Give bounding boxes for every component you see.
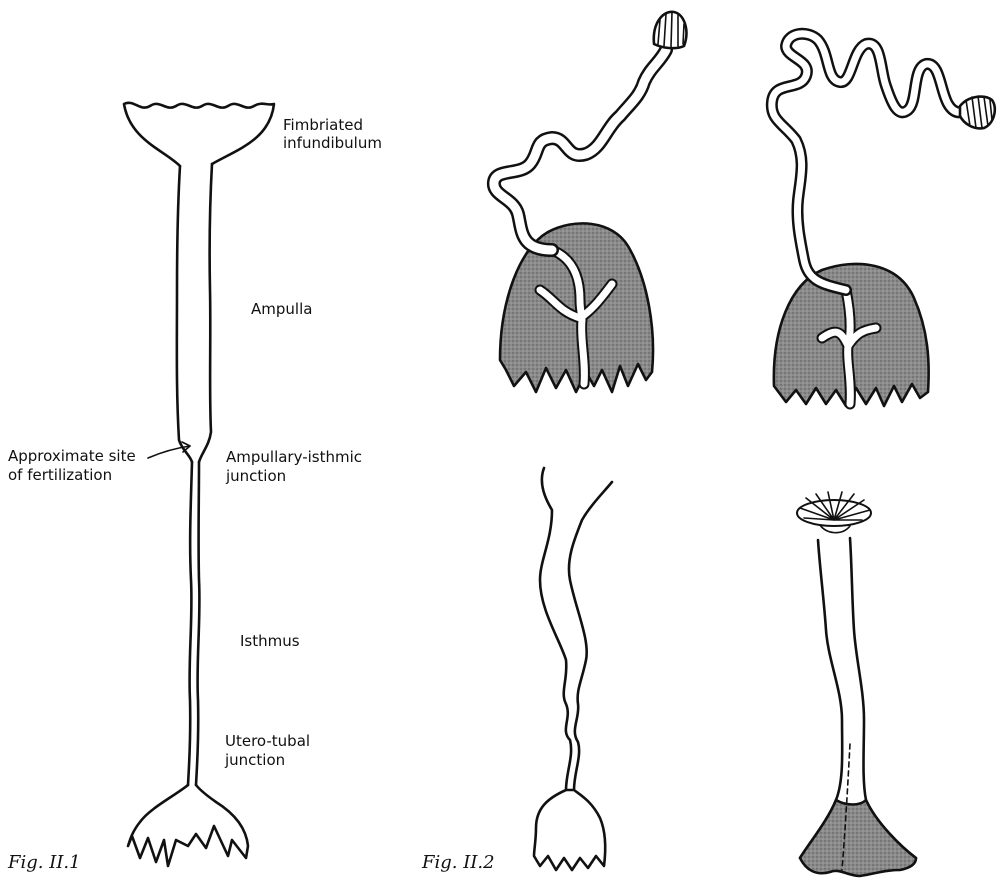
fimbriated-infundibulum-shape (124, 103, 274, 166)
uterine-stump-shape (128, 785, 248, 866)
oviduct-left-wall-bl (540, 468, 571, 790)
ampulla-left-wall (177, 166, 192, 462)
label-utero-line1: Utero-tubal (225, 732, 310, 751)
fig2-top-left-drawing (494, 12, 687, 392)
uterine-horns-br (800, 800, 916, 876)
fimbriae-rosette-br (797, 492, 871, 533)
oviduct-right-wall-bl (569, 482, 612, 790)
label-fimbriated-line2: infundibulum (283, 134, 382, 153)
label-ampulla: Ampulla (251, 300, 312, 319)
label-isthmus: Isthmus (240, 632, 300, 651)
label-fertilization-line1: Approximate site (8, 447, 136, 466)
caption-fig2: Fig. II.2 (422, 852, 495, 873)
uterine-stump-bl (534, 790, 605, 870)
label-utero-line2: junction (225, 751, 285, 770)
ampulla-right-wall (199, 164, 212, 462)
label-fimbriated-line1: Fimbriated (283, 116, 363, 135)
label-fertilization-line2: of fertilization (8, 466, 112, 485)
fig2-bottom-left-drawing (534, 468, 612, 870)
isthmus-left-wall (188, 462, 192, 785)
isthmus-right-wall (196, 462, 199, 785)
label-junction-line2: junction (226, 467, 286, 486)
fig2-top-right-drawing (772, 34, 995, 406)
fig2-bottom-right-drawing (797, 492, 916, 876)
label-junction-line1: Ampullary-isthmic (226, 448, 362, 467)
caption-fig1: Fig. II.1 (8, 852, 81, 873)
